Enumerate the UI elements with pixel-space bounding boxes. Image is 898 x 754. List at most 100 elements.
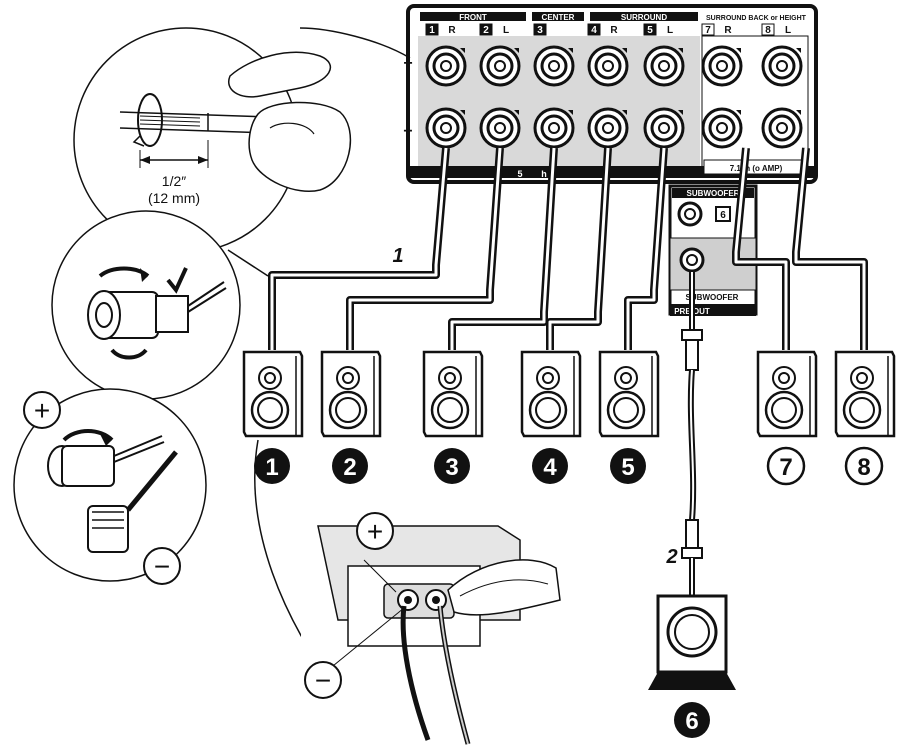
minus-terminal-post[interactable]	[643, 107, 685, 149]
terminal-number: 1	[429, 25, 435, 36]
plus-terminal-post[interactable]	[701, 45, 743, 87]
speaker-row: 1 2 3 4 5 7 8	[242, 350, 896, 486]
terminal-side: R	[610, 25, 618, 36]
plus-terminal-post[interactable]	[587, 45, 629, 87]
speaker-number-badge	[434, 448, 470, 484]
terminal-side: L	[667, 25, 673, 36]
amp-mode-label: 7.1ch (o AMP)	[730, 164, 783, 173]
speaker-terminal-inset: + −	[254, 439, 561, 754]
polarity-minus-mark: −	[403, 123, 412, 140]
minus-terminal-post[interactable]	[701, 107, 743, 149]
speaker-7: 7	[756, 350, 818, 486]
speaker-number: 5	[621, 454, 634, 481]
plus-terminal-post[interactable]	[761, 45, 803, 87]
subwoofer-jack-label: SUBWOOFER	[686, 293, 739, 302]
speaker-cables	[268, 147, 868, 350]
terminal-number: 8	[765, 25, 771, 36]
speaker-cable-7	[732, 147, 790, 350]
speaker-number: 2	[343, 454, 356, 481]
minus-terminal-post[interactable]	[425, 107, 467, 149]
plus-polarity-sign: +	[34, 395, 50, 426]
subwoofer-number-badge	[674, 702, 710, 738]
terminal-number: 3	[537, 25, 543, 36]
terminal-side: R	[448, 25, 456, 36]
speaker-cable-8	[792, 147, 868, 350]
minus-terminal-post[interactable]	[479, 107, 521, 149]
terminal-side: L	[785, 25, 791, 36]
speaker-number: 7	[779, 454, 792, 481]
speaker-number-badge	[532, 448, 568, 484]
terminal-number-box	[587, 23, 601, 36]
plus-terminal-post[interactable]	[533, 45, 575, 87]
minus-polarity-sign: −	[154, 551, 170, 582]
speaker-cable-4	[546, 147, 612, 350]
speaker-cable-5	[624, 147, 668, 350]
terminal-number-box	[643, 23, 657, 36]
plus-polarity-badge	[23, 391, 61, 429]
panel-bottom-label-suffix: h	[541, 169, 547, 179]
terminal-plus-badge	[356, 512, 394, 550]
subwoofer-block-title: SUBWOOFER	[687, 189, 740, 198]
group-label-surround: SURROUND	[621, 13, 667, 22]
speaker-number-badge	[332, 448, 368, 484]
terminal-number-box	[701, 23, 715, 36]
polarity-plus-mark: +	[403, 55, 412, 72]
tighten-terminal-inset: + −	[13, 388, 207, 585]
terminal-number-box	[479, 23, 493, 36]
terminal-number-box	[425, 23, 439, 36]
minus-polarity-badge	[143, 547, 181, 585]
step-two-label: 2	[665, 546, 677, 568]
terminal-side: L	[503, 25, 509, 36]
terminal-number: 2	[483, 25, 489, 36]
speaker-number-badge	[610, 448, 646, 484]
speaker-cable-2	[346, 147, 504, 350]
speaker-cable-3	[448, 147, 558, 350]
minus-terminal-post[interactable]	[761, 107, 803, 149]
subwoofer-jack-number: 6	[720, 210, 726, 221]
panel-bottom-label: 5	[517, 169, 522, 179]
speaker-number: 1	[265, 454, 278, 481]
plus-terminal-post[interactable]	[425, 45, 467, 87]
speaker-number-badge	[254, 448, 290, 484]
group-label-center: CENTER	[542, 13, 575, 22]
wire-strip-inset: 1/2″ (12 mm)	[73, 27, 411, 253]
terminal-number-box	[533, 23, 547, 36]
terminal-pair-3: 3	[533, 23, 575, 149]
speaker-3: 3	[422, 350, 484, 484]
subwoofer-unit: 6	[648, 594, 736, 738]
terminal-number: 7	[705, 25, 711, 36]
terminal-minus-sign: −	[315, 665, 331, 696]
plus-terminal-post[interactable]	[479, 45, 521, 87]
terminal-side: R	[724, 25, 732, 36]
speaker-number: 3	[445, 454, 458, 481]
plus-terminal-post[interactable]	[643, 45, 685, 87]
strip-length-inches: 1/2″	[162, 173, 186, 189]
minus-terminal-post[interactable]	[587, 107, 629, 149]
strip-length-mm: (12 mm)	[148, 190, 200, 206]
terminal-plus-sign: +	[367, 516, 383, 547]
minus-terminal-post[interactable]	[533, 107, 575, 149]
speaker-number-badge	[844, 446, 884, 486]
terminal-minus-badge	[304, 661, 342, 699]
group-label-front: FRONT	[459, 13, 487, 22]
speaker-1: 1	[242, 350, 304, 484]
speaker-2: 2	[320, 350, 382, 484]
step-one-label: 1	[392, 245, 403, 267]
speaker-number-badge	[766, 446, 806, 486]
speaker-number: 4	[543, 454, 557, 481]
terminal-number: 4	[591, 25, 597, 36]
terminal-number: 5	[647, 25, 653, 36]
subwoofer-number: 6	[685, 708, 698, 735]
speaker-8: 8	[834, 350, 896, 486]
speaker-4: 4	[520, 350, 582, 484]
subwoofer-cable	[681, 272, 703, 600]
speaker-5: 5	[598, 350, 660, 484]
speaker-cable-1	[268, 147, 450, 350]
